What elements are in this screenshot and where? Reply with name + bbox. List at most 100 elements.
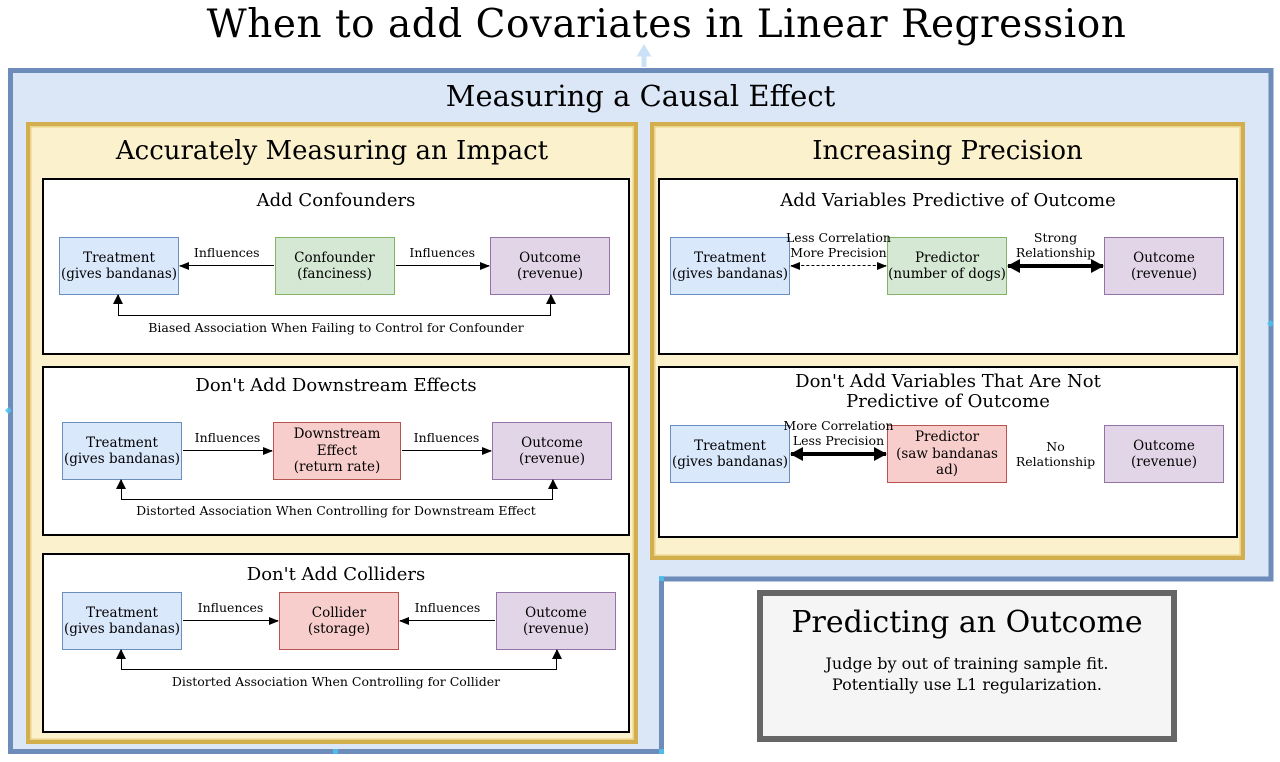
node-label: Treatment (83, 249, 155, 266)
node-predictor: Predictor (number of dogs) (887, 237, 1007, 295)
node-treatment: Treatment (gives bandanas) (670, 425, 790, 483)
node-outcome: Outcome (revenue) (1104, 425, 1224, 483)
arrowhead-left-icon (399, 617, 409, 625)
arrowhead-left-icon (179, 262, 189, 270)
node-sublabel: (number of dogs) (888, 266, 1006, 282)
node-row: Treatment (gives bandanas) Less Correlat… (670, 230, 1224, 296)
node-outcome: Outcome (revenue) (490, 237, 610, 295)
node-sublabel: (gives bandanas) (671, 266, 789, 282)
node-label: Outcome (1133, 437, 1195, 454)
association-label: Distorted Association When Controlling f… (136, 503, 536, 518)
node-sublabel: (gives bandanas) (63, 621, 181, 637)
predicting-outcome-title: Predicting an Outcome (791, 605, 1143, 640)
node-outcome: Outcome (revenue) (492, 422, 612, 480)
predicting-outcome-body: Judge by out of training sample fit. Pot… (825, 654, 1109, 694)
node-sublabel: (gives bandanas) (63, 451, 181, 467)
node-label: Outcome (521, 434, 583, 451)
selection-handle (659, 576, 664, 581)
precision-section-title: Increasing Precision (812, 136, 1083, 166)
panel-title: Don't Add Downstream Effects (195, 375, 477, 396)
panel-add-confounders: Add Confounders Treatment (gives bandana… (42, 178, 630, 355)
node-sublabel: (revenue) (523, 621, 589, 637)
arrowhead-right-icon (874, 447, 887, 461)
impact-section-title: Accurately Measuring an Impact (115, 136, 549, 166)
node-sublabel: (fanciness) (297, 266, 372, 282)
node-predictor: Predictor (saw bandanas ad) (887, 425, 1007, 483)
arrowhead-right-icon (482, 447, 492, 455)
node-sublabel: (revenue) (517, 266, 583, 282)
arrowhead-right-icon (877, 262, 887, 270)
node-label: Treatment (694, 437, 766, 454)
node-sublabel: (revenue) (1131, 454, 1197, 470)
node-label: Predictor (914, 249, 980, 266)
arrowhead-left-icon (790, 447, 803, 461)
node-row: Treatment (gives bandanas) Influences Do… (62, 421, 612, 481)
association-label: Biased Association When Failing to Contr… (148, 320, 524, 335)
node-treatment: Treatment (gives bandanas) (62, 592, 182, 650)
node-sublabel: (revenue) (519, 451, 585, 467)
node-label: Collider (311, 604, 367, 621)
edge-influences: Influences (395, 236, 490, 296)
node-label: Treatment (86, 434, 158, 451)
node-row: Treatment (gives bandanas) Influences Co… (59, 236, 610, 296)
node-label: Outcome (1133, 249, 1195, 266)
node-label: Outcome (525, 604, 587, 621)
panel-title: Add Variables Predictive of Outcome (780, 190, 1116, 211)
node-collider: Collider (storage) (279, 592, 399, 650)
node-sublabel: (revenue) (1131, 266, 1197, 282)
arrowhead-left-icon (790, 262, 800, 270)
node-confounder: Confounder (fanciness) (274, 237, 395, 295)
selection-handle (333, 749, 338, 754)
panel-title: Don't Add Colliders (246, 564, 426, 585)
node-downstream-effect: Downstream Effect (return rate) (273, 422, 401, 480)
node-sublabel: (saw bandanas ad) (896, 445, 998, 479)
node-label: Treatment (694, 249, 766, 266)
arrowhead-right-icon (1091, 259, 1104, 273)
node-treatment: Treatment (gives bandanas) (670, 237, 790, 295)
node-treatment: Treatment (gives bandanas) (62, 422, 182, 480)
association-label: Distorted Association When Controlling f… (171, 674, 501, 689)
node-outcome: Outcome (revenue) (496, 592, 616, 650)
node-treatment: Treatment (gives bandanas) (59, 237, 179, 295)
selection-handle (1266, 319, 1275, 328)
predicting-outcome-box: Predicting an Outcome Judge by out of tr… (757, 590, 1177, 742)
node-label: Confounder (294, 249, 375, 266)
node-label: Outcome (519, 249, 581, 266)
edge-strong-relationship: Strong Relationship (1007, 230, 1104, 296)
node-sublabel: (storage) (307, 621, 371, 637)
arrowhead-right-icon (480, 262, 490, 270)
node-row: Treatment (gives bandanas) More Correlat… (670, 418, 1224, 484)
arrowhead-right-icon (263, 447, 273, 455)
selection-handle (659, 749, 664, 754)
panel-dont-add-downstream-effects: Don't Add Downstream Effects Treatment (… (42, 366, 630, 536)
panel-dont-add-nonpredictive-variables: Don't Add Variables That Are Not Predict… (658, 366, 1238, 538)
node-label: Predictor (914, 429, 980, 446)
arrowhead-right-icon (269, 617, 279, 625)
edge-influences: Influences (182, 421, 273, 481)
panel-dont-add-colliders: Don't Add Colliders Treatment (gives ban… (42, 553, 630, 733)
panel-title: Add Confounders (256, 190, 416, 211)
edge-influences: Influences (399, 591, 496, 651)
node-row: Treatment (gives bandanas) Influences Co… (62, 591, 616, 651)
edge-more-correlation: More Correlation Less Precision (783, 418, 894, 484)
edge-influences: Influences (179, 236, 275, 296)
node-label: Downstream Effect (293, 426, 381, 459)
node-outcome: Outcome (revenue) (1104, 237, 1224, 295)
association-arrow (116, 649, 562, 670)
arrowhead-left-icon (1007, 259, 1020, 273)
causal-section-title: Measuring a Causal Effect (445, 79, 836, 113)
panel-add-predictive-variables: Add Variables Predictive of Outcome Trea… (658, 178, 1238, 355)
association-arrow (113, 294, 556, 316)
selection-handle (4, 406, 13, 415)
edge-no-relationship: No Relationship (1015, 439, 1096, 469)
association-arrow (116, 479, 558, 500)
panel-title: Don't Add Variables That Are Not Predict… (795, 371, 1101, 412)
page-title: When to add Covariates in Linear Regress… (206, 2, 1127, 47)
node-sublabel: (return rate) (293, 459, 381, 476)
edge-less-correlation: Less Correlation More Precision (786, 230, 891, 296)
node-sublabel: (gives bandanas) (671, 454, 789, 470)
node-label: Treatment (86, 604, 158, 621)
edge-influences: Influences (182, 591, 279, 651)
node-sublabel: (gives bandanas) (60, 266, 178, 282)
